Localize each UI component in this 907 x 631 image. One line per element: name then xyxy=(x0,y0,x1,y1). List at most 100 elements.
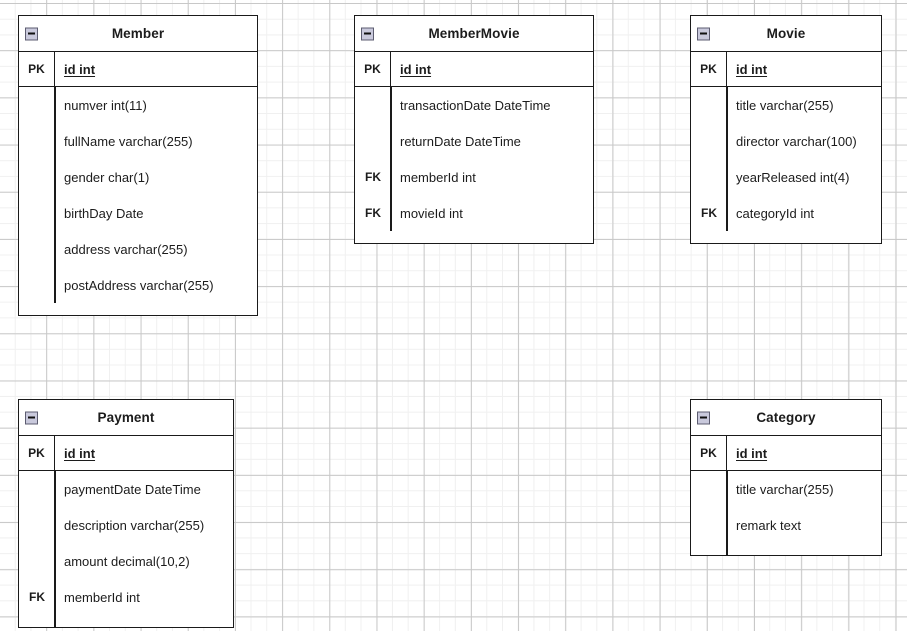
key-badge-none xyxy=(19,267,55,303)
entity-body-payment: paymentDate DateTime description varchar(… xyxy=(19,471,233,627)
attribute-name-primary-key: id int xyxy=(736,445,768,461)
attribute-name: categoryId int xyxy=(736,205,815,221)
attribute-name: birthDay Date xyxy=(64,205,144,221)
key-badge-none xyxy=(19,87,55,123)
attribute-row[interactable]: FK memberId int xyxy=(19,579,233,615)
entity-body-padding xyxy=(355,231,593,243)
entity-title-member: Member xyxy=(111,26,165,41)
attribute-name: movieId int xyxy=(400,205,463,221)
entity-header-category[interactable]: Category xyxy=(691,400,881,436)
attribute-name: yearReleased int(4) xyxy=(736,169,850,185)
attribute-row[interactable]: director varchar(100) xyxy=(691,123,881,159)
attribute-name-primary-key: id int xyxy=(400,61,432,77)
primary-key-row[interactable]: PK id int xyxy=(691,52,881,87)
entity-header-movie[interactable]: Movie xyxy=(691,16,881,52)
key-column-divider xyxy=(390,87,392,231)
attribute-name: transactionDate DateTime xyxy=(400,97,551,113)
key-badge-none xyxy=(19,471,55,507)
key-badge-none xyxy=(19,159,55,195)
entity-header-membermovie[interactable]: MemberMovie xyxy=(355,16,593,52)
attribute-row[interactable]: description varchar(255) xyxy=(19,507,233,543)
key-badge-none xyxy=(691,159,727,195)
key-badge-pk: PK xyxy=(691,436,727,470)
key-column-divider xyxy=(726,87,728,231)
collapse-minus-icon[interactable] xyxy=(697,27,710,40)
collapse-minus-icon[interactable] xyxy=(25,411,38,424)
attribute-name: title varchar(255) xyxy=(736,97,834,113)
attribute-name: paymentDate DateTime xyxy=(64,481,201,497)
attribute-row[interactable]: transactionDate DateTime xyxy=(355,87,593,123)
key-badge-fk: FK xyxy=(29,590,45,604)
attribute-row[interactable]: address varchar(255) xyxy=(19,231,257,267)
attribute-name-primary-key: id int xyxy=(64,61,96,77)
attribute-name: fullName varchar(255) xyxy=(64,133,193,149)
key-badge-none xyxy=(355,87,391,123)
key-badge-none xyxy=(691,123,727,159)
attribute-row[interactable]: returnDate DateTime xyxy=(355,123,593,159)
collapse-minus-icon[interactable] xyxy=(361,27,374,40)
attribute-row[interactable]: title varchar(255) xyxy=(691,471,881,507)
attribute-name: returnDate DateTime xyxy=(400,133,521,149)
attribute-name: gender char(1) xyxy=(64,169,150,185)
entity-title-payment: Payment xyxy=(97,410,155,425)
key-column-divider xyxy=(54,471,56,627)
entity-title-category: Category xyxy=(756,410,816,425)
entity-body-padding xyxy=(691,231,881,243)
primary-key-row[interactable]: PK id int xyxy=(691,436,881,471)
attribute-name: postAddress varchar(255) xyxy=(64,277,214,293)
entity-body-movie: title varchar(255) director varchar(100) y… xyxy=(691,87,881,243)
collapse-minus-bar xyxy=(28,416,35,419)
attribute-name-primary-key: id int xyxy=(736,61,768,77)
attribute-name-primary-key: id int xyxy=(64,445,96,461)
key-badge-pk: PK xyxy=(691,52,727,86)
primary-key-row[interactable]: PK id int xyxy=(19,436,233,471)
entity-header-member[interactable]: Member xyxy=(19,16,257,52)
attribute-name: memberId int xyxy=(64,589,140,605)
attribute-row[interactable]: paymentDate DateTime xyxy=(19,471,233,507)
attribute-name: director varchar(100) xyxy=(736,133,857,149)
key-column-divider xyxy=(726,471,728,555)
entity-body-membermovie: transactionDate DateTime returnDate DateT… xyxy=(355,87,593,243)
entity-title-movie: Movie xyxy=(766,26,806,41)
attribute-row[interactable]: postAddress varchar(255) xyxy=(19,267,257,303)
key-column-divider xyxy=(54,87,56,303)
attribute-name: description varchar(255) xyxy=(64,517,205,533)
attribute-name: numver int(11) xyxy=(64,97,147,113)
attribute-row[interactable]: amount decimal(10,2) xyxy=(19,543,233,579)
entity-body-member: numver int(11) fullName varchar(255) gende… xyxy=(19,87,257,315)
entity-body-padding xyxy=(19,303,257,315)
attribute-name: amount decimal(10,2) xyxy=(64,553,190,569)
key-badge-none xyxy=(19,507,55,543)
entity-body-padding xyxy=(19,615,233,627)
attribute-row[interactable]: remark text xyxy=(691,507,881,543)
key-badge-fk: FK xyxy=(701,206,717,220)
key-badge-fk: FK xyxy=(365,170,381,184)
attribute-row[interactable]: yearReleased int(4) xyxy=(691,159,881,195)
key-badge-none xyxy=(691,87,727,123)
key-badge-pk: PK xyxy=(19,436,55,470)
attribute-row[interactable]: FK categoryId int xyxy=(691,195,881,231)
attribute-row[interactable]: birthDay Date xyxy=(19,195,257,231)
key-badge-none xyxy=(19,123,55,159)
attribute-row[interactable]: gender char(1) xyxy=(19,159,257,195)
entity-header-payment[interactable]: Payment xyxy=(19,400,233,436)
collapse-minus-icon[interactable] xyxy=(697,411,710,424)
key-badge-none xyxy=(19,195,55,231)
attribute-row[interactable]: fullName varchar(255) xyxy=(19,123,257,159)
attribute-row[interactable]: numver int(11) xyxy=(19,87,257,123)
entity-body-category: title varchar(255)remark text xyxy=(691,471,881,555)
collapse-minus-bar xyxy=(28,32,35,35)
collapse-minus-icon[interactable] xyxy=(25,27,38,40)
key-badge-none xyxy=(691,507,727,543)
attribute-row[interactable]: title varchar(255) xyxy=(691,87,881,123)
collapse-minus-bar xyxy=(364,32,371,35)
